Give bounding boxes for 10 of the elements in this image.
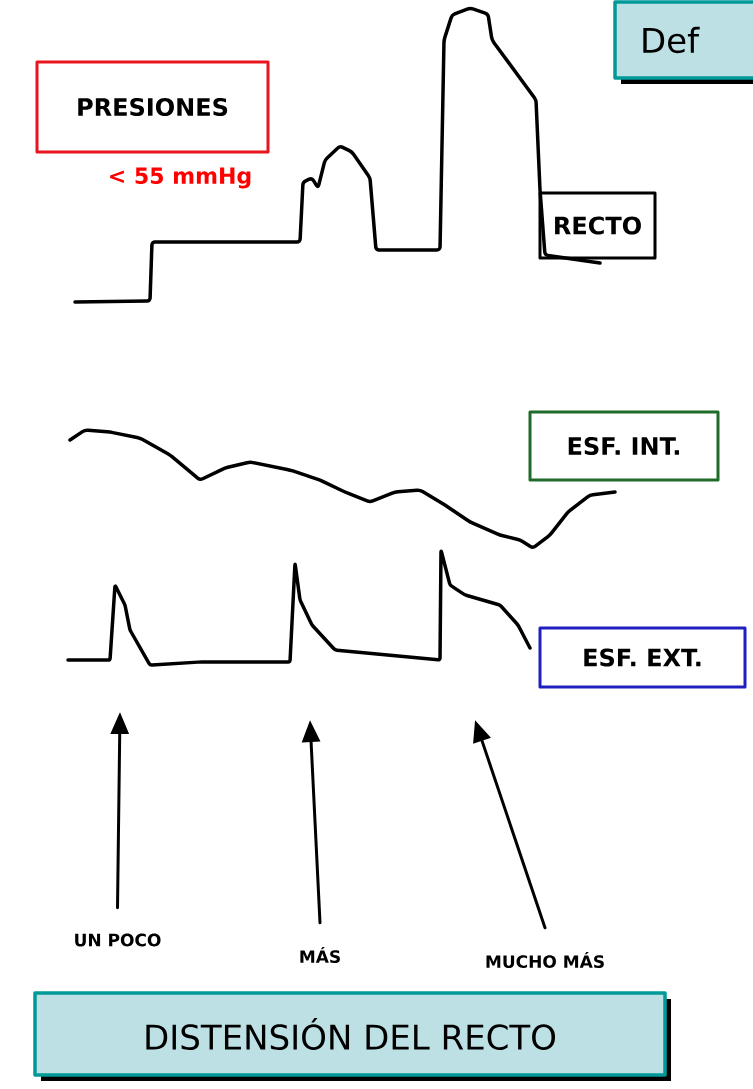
label-box: ESF. EXT. <box>538 626 747 689</box>
pressure-limit-label: < 55 mmHg <box>110 167 251 189</box>
title-box: Def <box>613 0 753 80</box>
label-box: RECTO <box>538 191 657 260</box>
title-box: DISTENSIÓN DEL RECTO <box>33 991 667 1077</box>
label-box: ESF. INT. <box>528 410 720 482</box>
handwritten-label: MÁS <box>300 947 340 963</box>
handwritten-label: MUCHO MÁS <box>486 952 604 968</box>
handwritten-label: UN POCO <box>75 933 161 947</box>
label-box: PRESIONES <box>35 60 270 154</box>
